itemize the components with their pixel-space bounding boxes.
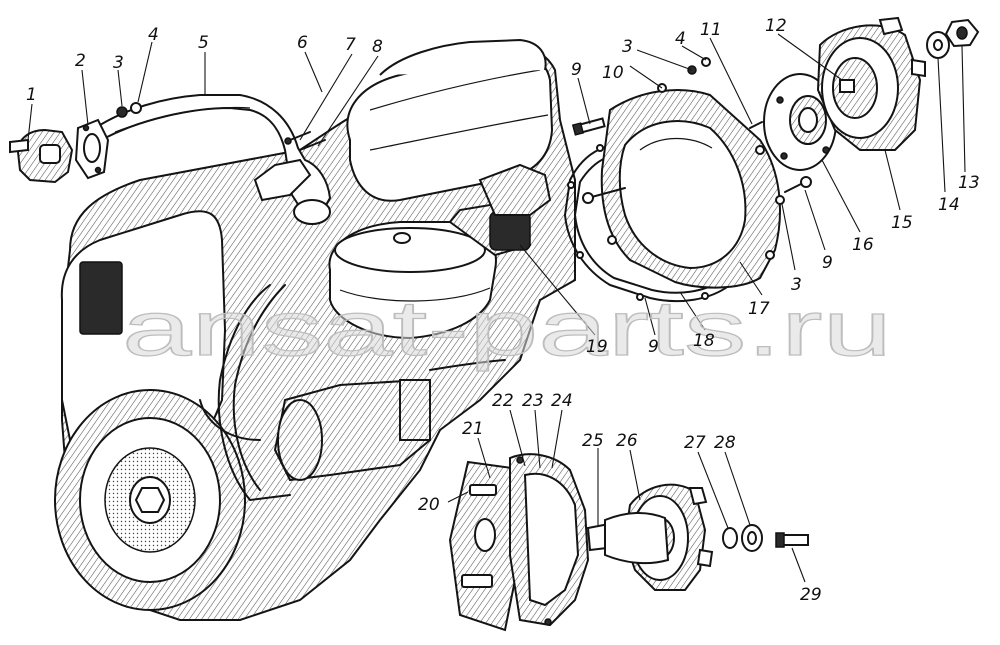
callout-15: 15 [891, 213, 913, 233]
callout-24: 24 [551, 391, 573, 411]
gasket-part-20 [448, 460, 522, 632]
half-coupling-part-15 [816, 16, 926, 151]
bolt-part-9-right [784, 176, 812, 193]
starter-motor [273, 378, 432, 482]
callout-9: 9 [571, 60, 582, 80]
washer-part-3-lower [775, 195, 785, 205]
callout-18: 18 [693, 331, 715, 351]
callout-9: 9 [822, 253, 833, 273]
pipe-flange-part-1 [9, 128, 74, 184]
bolt-part-9-inner [582, 187, 626, 204]
nut-part-4-upper [701, 57, 711, 67]
callout-2: 2 [75, 51, 86, 71]
callout-14: 14 [938, 195, 960, 215]
nut-part-4 [130, 102, 142, 114]
callout-16: 16 [852, 235, 874, 255]
callout-7: 7 [345, 35, 356, 55]
callout-17: 17 [748, 299, 770, 319]
bolt-part-29 [775, 532, 809, 548]
adapter-housing-part-10 [600, 83, 781, 289]
intake-pipe [98, 94, 332, 225]
callout-27: 27 [684, 433, 706, 453]
callout-23: 23 [522, 391, 544, 411]
callout-25: 25 [582, 431, 604, 451]
nut-part-13 [944, 18, 980, 48]
gasket-part-2 [74, 118, 110, 180]
washer-part-27 [722, 527, 738, 549]
callout-21: 21 [462, 419, 484, 439]
callout-28: 28 [714, 433, 736, 453]
callout-labels: 1 2 3 4 5 6 7 8 9 10 3 4 11 12 13 14 15 … [26, 16, 980, 605]
callout-10: 10 [602, 63, 624, 83]
half-coupling-part-26 [604, 483, 714, 591]
washer-part-3 [116, 106, 128, 118]
callout-3: 3 [791, 275, 802, 295]
watermark-text: ansat-parts.ru [122, 284, 892, 372]
callout-5: 5 [198, 33, 209, 53]
callout-8: 8 [372, 37, 383, 57]
callout-4: 4 [675, 29, 686, 49]
housing-part-21 [509, 453, 590, 627]
callout-13: 13 [958, 173, 980, 193]
callout-22: 22 [492, 391, 514, 411]
callout-4: 4 [148, 25, 159, 45]
callout-12: 12 [765, 16, 787, 36]
callout-3: 3 [622, 37, 633, 57]
callout-1: 1 [26, 85, 37, 105]
callout-19: 19 [586, 337, 608, 357]
fan-pulley [54, 389, 246, 611]
engine-assembly [54, 38, 576, 621]
bolt-part-9-upper [571, 117, 606, 136]
callout-20: 20 [418, 495, 440, 515]
callout-11: 11 [700, 20, 722, 40]
callout-26: 26 [616, 431, 638, 451]
callout-3: 3 [113, 53, 124, 73]
hub-flange-part-16 [763, 73, 837, 171]
callout-9: 9 [648, 337, 659, 357]
callout-6: 6 [297, 33, 308, 53]
air-cleaner [328, 198, 532, 340]
pin-part-11 [749, 121, 763, 129]
leader-lines [27, 33, 966, 583]
callout-29: 29 [800, 585, 822, 605]
